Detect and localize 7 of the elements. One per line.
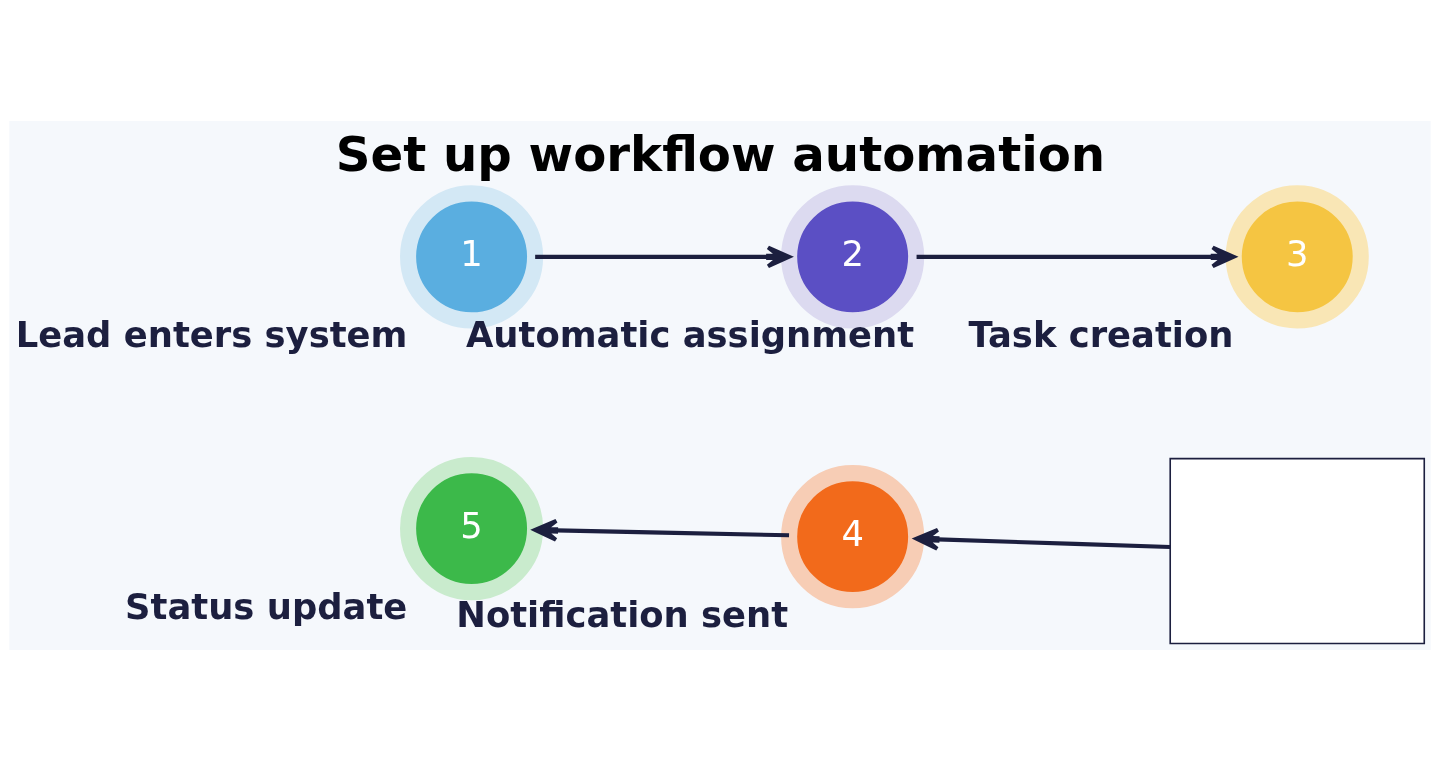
node-box xyxy=(1169,457,1426,645)
diagram-title: Set up workflow automation xyxy=(335,125,1106,182)
arrow xyxy=(535,245,792,269)
node-circle: 5 xyxy=(400,457,544,601)
arrow xyxy=(914,527,1171,551)
arrow xyxy=(916,245,1236,269)
arrow xyxy=(533,518,790,542)
